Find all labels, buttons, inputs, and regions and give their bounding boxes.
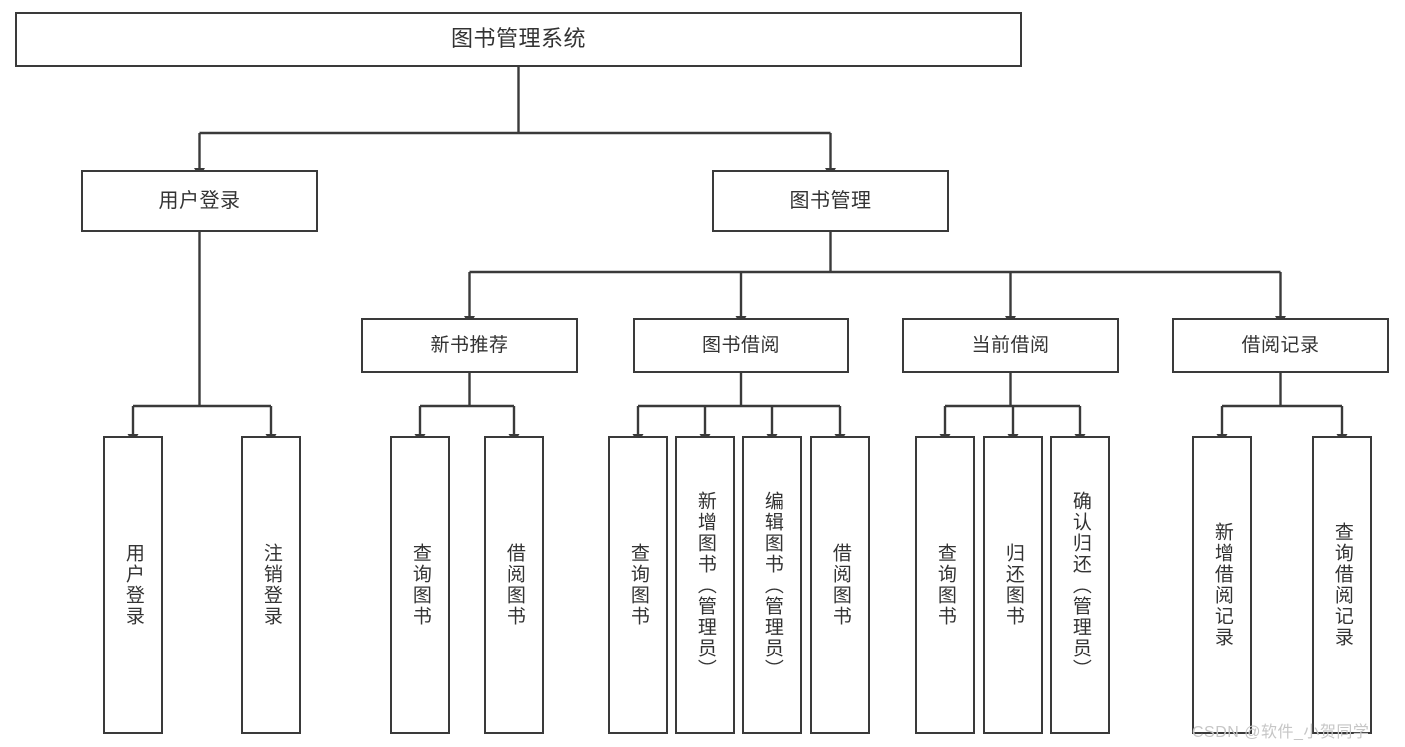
node-label: 图书管理系统 (450, 26, 586, 52)
node-leaf-borrow-book-recommend[interactable]: 借阅图书 (484, 436, 544, 734)
node-label: 注销登录 (260, 543, 282, 627)
node-book-borrow[interactable]: 图书借阅 (633, 318, 849, 373)
node-label: 新增借阅记录 (1211, 522, 1233, 648)
node-leaf-query-book-borrow[interactable]: 查询图书 (608, 436, 668, 734)
node-leaf-borrow-book[interactable]: 借阅图书 (810, 436, 870, 734)
node-user-login[interactable]: 用户登录 (81, 170, 318, 232)
node-leaf-query-borrow-record[interactable]: 查询借阅记录 (1312, 436, 1372, 734)
watermark-text: CSDN @软件_小贺同学 (1192, 724, 1370, 741)
node-leaf-return-book[interactable]: 归还图书 (983, 436, 1043, 734)
node-label: 编辑图书（管理员） (761, 490, 783, 680)
node-label: 查询图书 (934, 543, 956, 627)
node-label: 归还图书 (1002, 543, 1024, 627)
node-label: 用户登录 (158, 189, 241, 212)
node-label: 查询借阅记录 (1331, 522, 1353, 648)
node-leaf-query-book-current[interactable]: 查询图书 (915, 436, 975, 734)
connector-lines (127, 67, 1348, 443)
node-leaf-edit-book[interactable]: 编辑图书（管理员） (742, 436, 802, 734)
node-book-management[interactable]: 图书管理 (712, 170, 949, 232)
node-label: 借阅图书 (503, 543, 525, 627)
node-label: 确认归还（管理员） (1069, 490, 1091, 680)
node-label: 图书管理 (789, 189, 872, 212)
node-label: 图书借阅 (701, 334, 780, 356)
node-leaf-user-login[interactable]: 用户登录 (103, 436, 163, 734)
node-borrow-record[interactable]: 借阅记录 (1172, 318, 1389, 373)
node-new-book-recommend[interactable]: 新书推荐 (361, 318, 578, 373)
node-leaf-add-book[interactable]: 新增图书（管理员） (675, 436, 735, 734)
node-label: 查询图书 (409, 543, 431, 627)
node-label: 新增图书（管理员） (694, 490, 716, 680)
node-leaf-query-book-recommend[interactable]: 查询图书 (390, 436, 450, 734)
node-current-borrow[interactable]: 当前借阅 (902, 318, 1119, 373)
node-label: 查询图书 (627, 543, 649, 627)
node-leaf-add-borrow-record[interactable]: 新增借阅记录 (1192, 436, 1252, 734)
node-label: 新书推荐 (430, 334, 509, 356)
node-label: 用户登录 (122, 543, 144, 627)
node-label: 当前借阅 (971, 334, 1050, 356)
node-label: 借阅记录 (1241, 334, 1320, 356)
node-leaf-confirm-return[interactable]: 确认归还（管理员） (1050, 436, 1110, 734)
node-label: 借阅图书 (829, 543, 851, 627)
node-leaf-logout-login[interactable]: 注销登录 (241, 436, 301, 734)
node-root[interactable]: 图书管理系统 (15, 12, 1022, 67)
